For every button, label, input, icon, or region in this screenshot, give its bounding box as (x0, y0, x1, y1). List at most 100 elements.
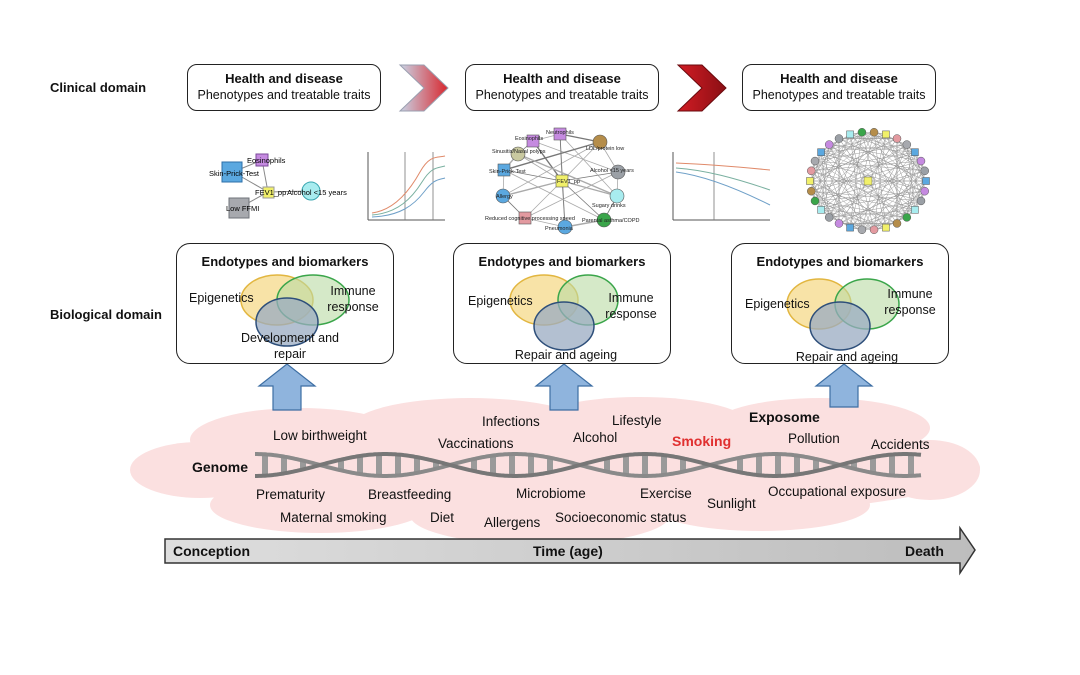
network3-node (834, 134, 844, 143)
network3-edge (828, 144, 863, 230)
network3-edge (821, 151, 925, 172)
network3-edge (849, 134, 863, 230)
venn-label-immune: Immune response (884, 287, 936, 317)
network3-edge (809, 138, 898, 182)
biological-box-2: Endotypes and biomarkers Epigenetics Imm… (453, 243, 671, 364)
network2-node-label: Sinusitis/Nasal polyps (492, 149, 546, 155)
network3-node (902, 213, 912, 222)
network3-node (824, 213, 834, 222)
network2-node-label: Eosinophils (515, 136, 543, 142)
network3-node (846, 130, 854, 139)
network3-edge (829, 160, 922, 218)
progression-chevron-1 (398, 64, 449, 112)
network3-edge (873, 170, 925, 230)
venn-label-epigenetics: Epigenetics (468, 294, 533, 308)
network3-edge (814, 160, 925, 172)
network2-edge (532, 140, 619, 173)
network3-edge (861, 132, 925, 192)
up-arrow-2 (534, 363, 594, 411)
network3-edge (849, 160, 922, 228)
network3-node (807, 166, 816, 176)
network3-edge (811, 151, 915, 172)
network3-edge (885, 152, 916, 228)
network3-edge (828, 132, 863, 218)
network2-node (510, 146, 526, 162)
network3-edge (814, 144, 907, 162)
up-arrow-1 (257, 363, 317, 411)
network3-edge (849, 134, 875, 230)
genome-label: Genome (192, 459, 249, 475)
network3-edge (896, 180, 927, 224)
network3-node (824, 140, 834, 149)
network2-node (497, 163, 511, 177)
network3-edge (809, 138, 840, 182)
network3-node (810, 196, 820, 206)
venn-diagram-3 (786, 278, 900, 351)
network3-node (817, 206, 825, 214)
clinical-box-title: Health and disease (503, 71, 621, 86)
network3-node (882, 223, 890, 232)
network3-node (846, 223, 854, 232)
network3-edge (811, 132, 875, 192)
factor-occupational-exposure: Occupational exposure (768, 484, 907, 499)
network3-edge (821, 209, 907, 218)
biological-box-title: Endotypes and biomarkers (756, 254, 924, 269)
network3-center-node (863, 176, 873, 186)
network2-edge (559, 133, 618, 197)
network2-node (553, 127, 567, 141)
network3-edge (820, 134, 887, 210)
network3-edge (809, 180, 840, 224)
network2-edge (561, 180, 618, 197)
network3-edge (873, 132, 908, 218)
network2-node (592, 134, 608, 150)
trajectory-chart-2 (672, 152, 771, 221)
factor-smoking: Smoking (672, 433, 732, 449)
network2-node-label: Sugary drinks (592, 203, 626, 209)
network2-node (610, 164, 626, 180)
network3-edge (849, 134, 922, 162)
network2-node-label: LDL/protein low (586, 146, 624, 152)
network3-edge (873, 144, 908, 230)
factor-maternal-smoking: Maternal smoking (280, 510, 387, 525)
network3-node (807, 186, 816, 196)
network3-node (916, 196, 926, 206)
network3-edge (861, 132, 908, 218)
network3-edge (861, 170, 925, 230)
network1-label-alcohol: Alcohol <15 years (287, 188, 347, 197)
network1-label-fev1: FEV1_pp (255, 188, 286, 197)
network3-edge (906, 152, 916, 218)
network3-edge (814, 200, 907, 218)
network3-edge (814, 160, 887, 228)
network2-edge (503, 169, 605, 221)
exposome-label: Exposome (749, 409, 820, 425)
factor-socioeconomic-status: Socioeconomic status (555, 510, 687, 525)
network3-node (857, 128, 867, 137)
biological-box-1: Endotypes and biomarkers Epigenetics Imm… (176, 243, 394, 364)
network3-node (810, 156, 820, 166)
network3-edge (920, 161, 925, 192)
clinical-box-1: Health and disease Phenotypes and treata… (187, 64, 381, 111)
network2-node-label: FEV1_pp (557, 179, 580, 185)
venn-label-epigenetics: Epigenetics (745, 297, 810, 311)
venn-label-development: Development and repair (241, 331, 339, 361)
network3-node (902, 140, 912, 149)
timeline-start-label: Conception (173, 543, 250, 559)
factor-low-birthweight: Low birthweight (273, 428, 367, 443)
factor-breastfeeding: Breastfeeding (368, 487, 452, 502)
clinical-box-subtitle: Phenotypes and treatable traits (752, 88, 926, 102)
network2-node-label: Alcohol <15 years (590, 168, 634, 174)
clinical-box-subtitle: Phenotypes and treatable traits (197, 88, 371, 102)
network2-node (495, 188, 511, 204)
trajectory-chart-1 (367, 152, 446, 221)
factor-pollution: Pollution (788, 431, 840, 446)
network2-node-label: Pneumonia (545, 226, 574, 232)
network3-edge (828, 132, 875, 218)
network2-node (518, 211, 532, 225)
network2-edge (502, 141, 601, 197)
network3-edge (885, 134, 916, 210)
network3-node (817, 148, 825, 156)
network3-edge (811, 132, 863, 192)
network3-edge (811, 160, 922, 172)
